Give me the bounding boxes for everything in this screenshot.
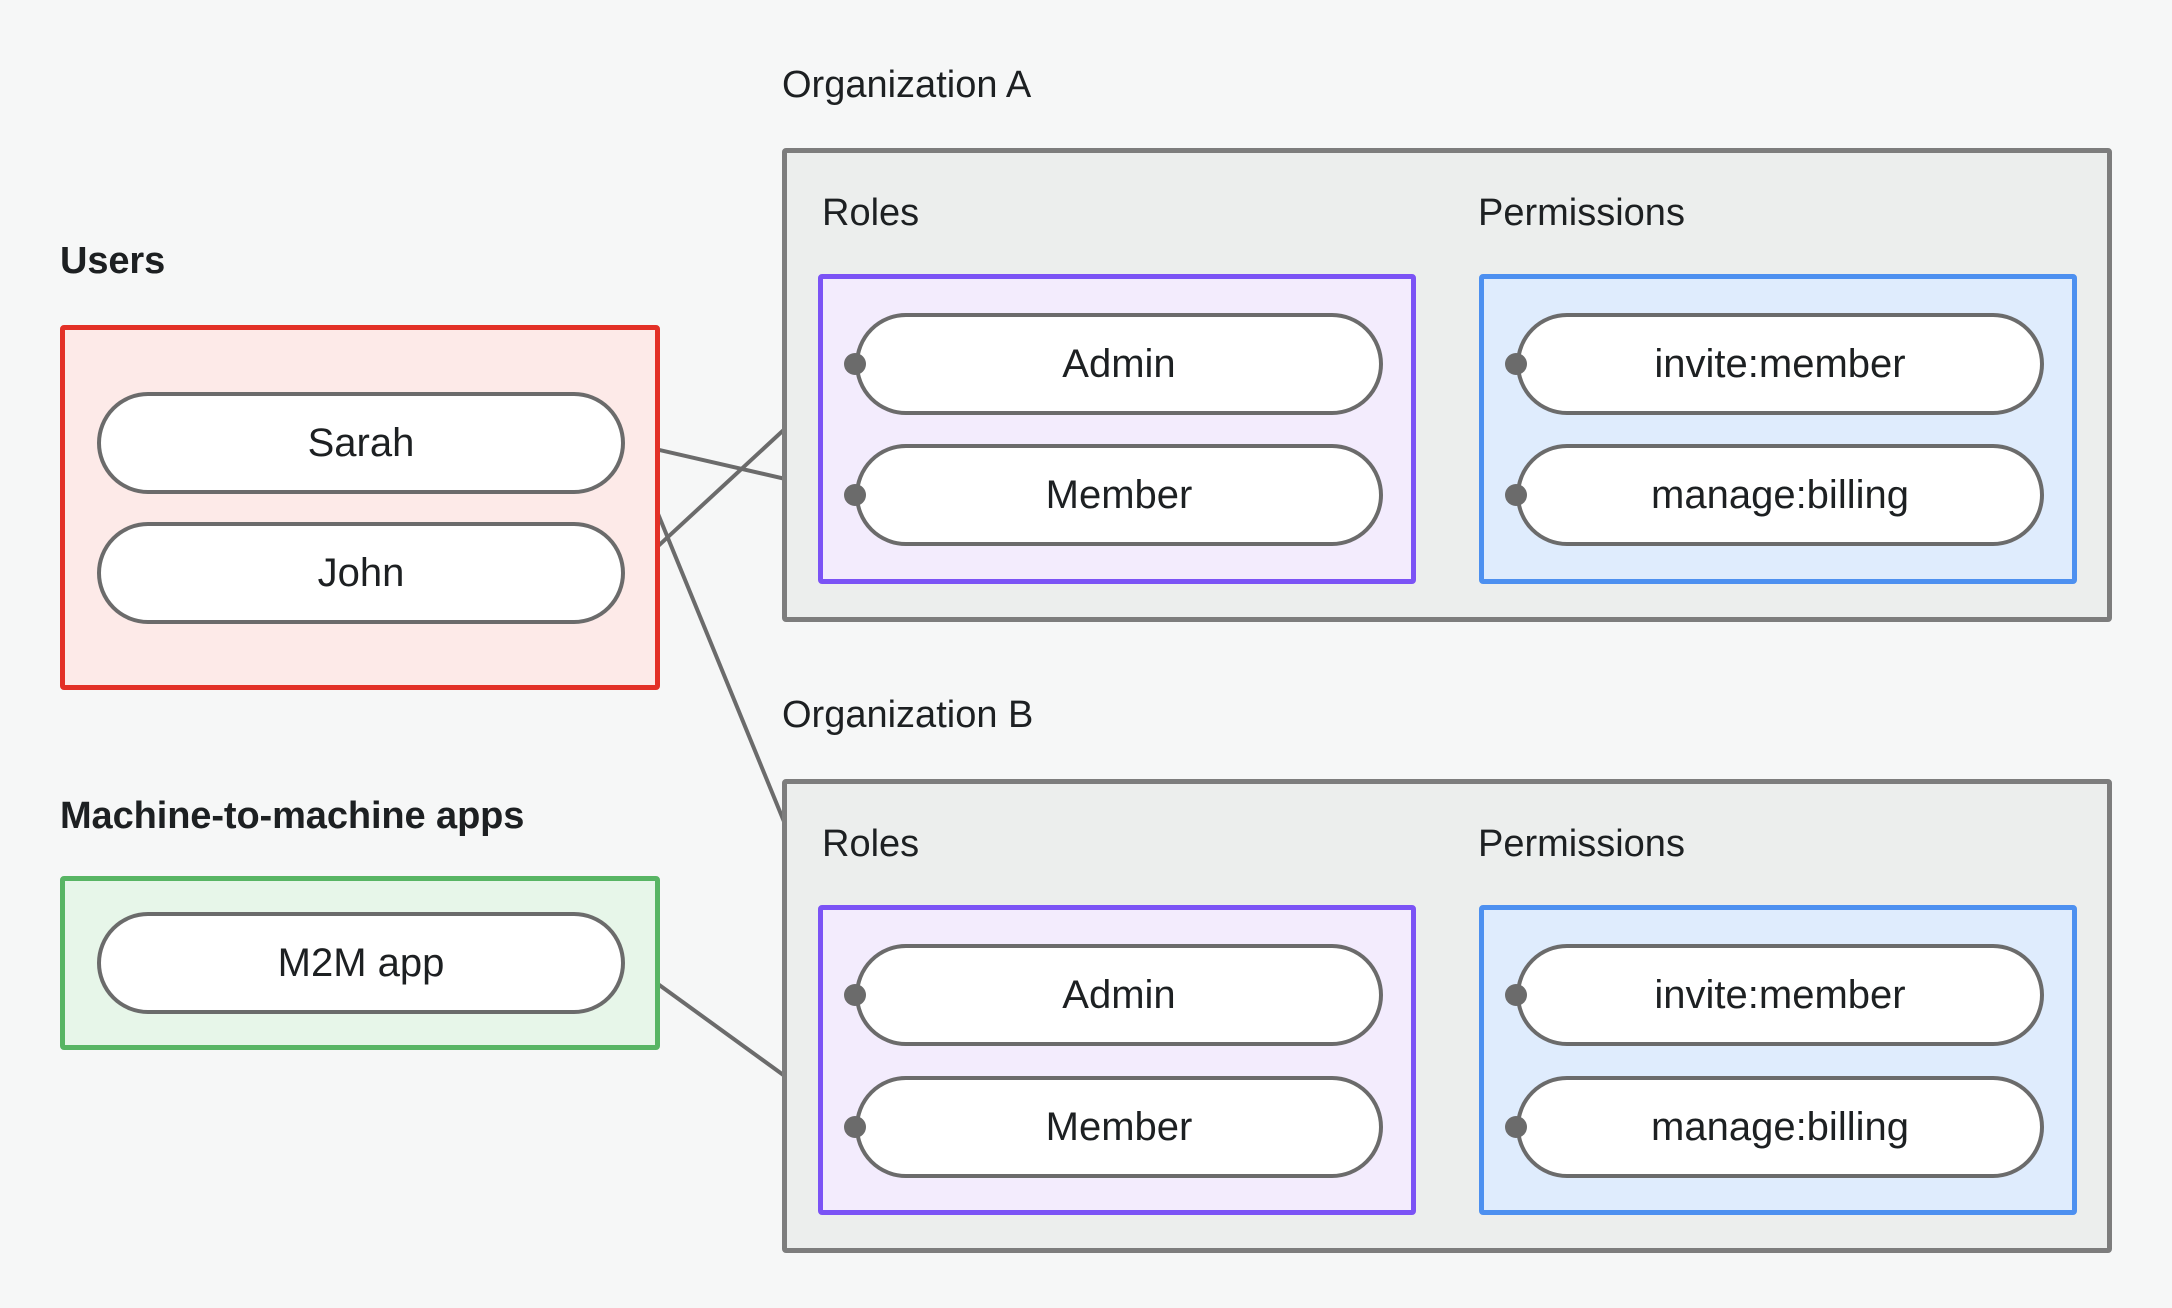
connector-dot-orgA-invite-left <box>1505 353 1527 375</box>
connector-dot-orgB-admin-left <box>844 984 866 1006</box>
m2m-pill-app[interactable]: M2M app <box>97 912 625 1014</box>
connector-dot-orgA-member-left <box>844 484 866 506</box>
connector-dot-orgA-billing-left <box>1505 484 1527 506</box>
org-b-permissions-title: Permissions <box>1478 823 1685 865</box>
org-a-permission-pill-manage-billing[interactable]: manage:billing <box>1516 444 2044 546</box>
org-a-role-pill-admin[interactable]: Admin <box>855 313 1383 415</box>
org-b-role-pill-admin[interactable]: Admin <box>855 944 1383 1046</box>
org-a-role-pill-member[interactable]: Member <box>855 444 1383 546</box>
connector-dot-orgB-billing-left <box>1505 1116 1527 1138</box>
org-a-title: Organization A <box>782 64 1032 106</box>
connector-dot-orgB-invite-left <box>1505 984 1527 1006</box>
org-b-permission-pill-invite-member[interactable]: invite:member <box>1516 944 2044 1046</box>
org-b-permission-pill-manage-billing[interactable]: manage:billing <box>1516 1076 2044 1178</box>
connector-dot-orgA-admin-left <box>844 353 866 375</box>
org-a-permission-pill-invite-member[interactable]: invite:member <box>1516 313 2044 415</box>
org-a-roles-title: Roles <box>822 192 920 234</box>
users-group-box <box>60 325 660 690</box>
org-b-roles-title: Roles <box>822 823 920 865</box>
m2m-group-title: Machine-to-machine apps <box>60 795 525 837</box>
org-a-permissions-title: Permissions <box>1478 192 1685 234</box>
org-b-role-pill-member[interactable]: Member <box>855 1076 1383 1178</box>
org-b-title: Organization B <box>782 694 1034 736</box>
users-group-title: Users <box>60 240 166 282</box>
connector-dot-orgB-member-left <box>844 1116 866 1138</box>
user-pill-john[interactable]: John <box>97 522 625 624</box>
user-pill-sarah[interactable]: Sarah <box>97 392 625 494</box>
